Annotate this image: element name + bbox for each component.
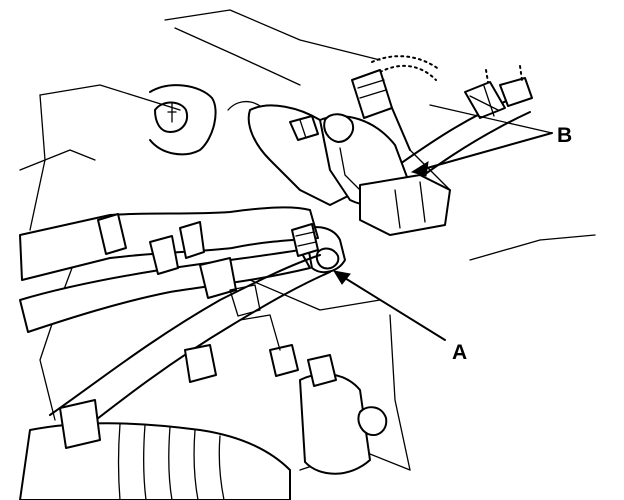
- valve-body: [247, 104, 451, 274]
- callout-b-leader: [410, 104, 553, 177]
- electrical-connector: [351, 69, 411, 151]
- connector-wiring: [371, 55, 523, 83]
- callout-label-a: A: [452, 341, 467, 364]
- hose-clamp: [291, 223, 319, 257]
- callout-a-leader: [332, 270, 446, 341]
- intake-duct: [19, 284, 388, 500]
- lower-hose: [19, 206, 331, 441]
- callout-label-b: B: [557, 124, 572, 147]
